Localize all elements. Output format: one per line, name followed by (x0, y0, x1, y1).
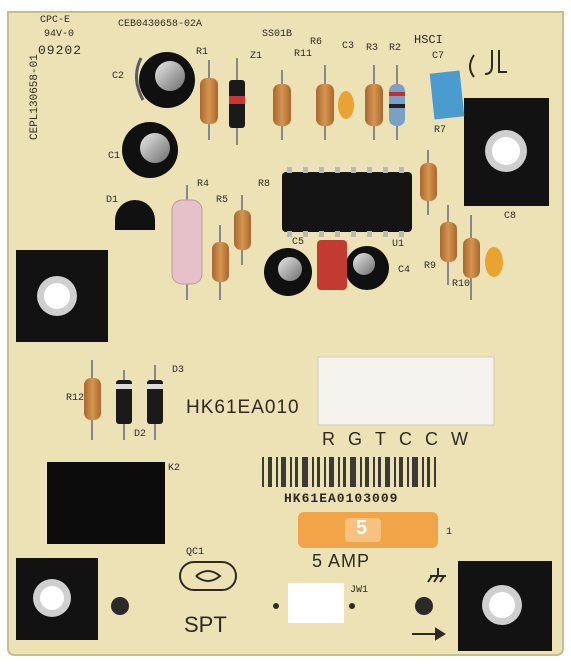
refdes-c5: C5 (292, 237, 305, 248)
capacitor-c7 (429, 70, 465, 120)
mount-hole-bottom-right (482, 585, 522, 625)
refdes-c3: C3 (342, 41, 355, 52)
barcode (262, 457, 436, 487)
resistor-r6 (316, 65, 334, 140)
fuse-rating: 5 AMP (312, 551, 371, 571)
ground-symbol-icon (427, 568, 446, 583)
resistor-r4 (171, 185, 203, 300)
mount-hole-left (37, 276, 77, 316)
terminal-r: R (322, 429, 335, 449)
silk-part-number: CEB0430658-02A (118, 19, 203, 30)
screw-hole (111, 597, 129, 615)
refdes-qc1: QC1 (186, 547, 205, 558)
refdes-c8: C8 (504, 211, 517, 222)
diode-d3 (147, 365, 163, 440)
model-number: HK61EA010 (186, 397, 300, 418)
refdes-k2: K2 (168, 463, 181, 474)
qc1-terminal (179, 561, 237, 591)
refdes-d1: D1 (106, 195, 119, 206)
silk-top-code-1: CPC-E (40, 15, 71, 26)
resistor-r2 (389, 65, 405, 140)
refdes-c2: C2 (112, 71, 125, 82)
refdes-u1: U1 (392, 239, 405, 250)
capacitor-c1 (122, 122, 178, 178)
capacitor-c2 (135, 52, 195, 108)
spt-label: SPT (184, 612, 227, 637)
jumper-jw1 (273, 583, 355, 623)
refdes-r5: R5 (216, 195, 229, 206)
terminal-c1: C (399, 429, 413, 449)
mount-hole-top-right (485, 130, 527, 172)
white-label (317, 356, 495, 426)
resistor-r11 (273, 70, 291, 140)
refdes-r8: R8 (258, 179, 271, 190)
refdes-r1: R1 (196, 47, 209, 58)
refdes-c7: C7 (432, 51, 445, 62)
refdes-z1: Z1 (250, 51, 263, 62)
resistor-r1 (200, 60, 218, 140)
terminal-c2: C (425, 429, 439, 449)
fuse-5-amp (298, 512, 438, 548)
zener-z1 (229, 58, 245, 145)
silk-hsci: HSCI (414, 33, 443, 47)
ul-recognized-mark-icon (469, 50, 507, 78)
capacitor-c3 (338, 91, 354, 119)
barcode-text: HK61EA0103009 (284, 491, 399, 506)
resistor-r9 (440, 205, 457, 285)
resistor-r8 (234, 195, 251, 265)
refdes-r7: R7 (434, 125, 447, 136)
refdes-d2: D2 (134, 429, 147, 440)
refdes-r2: R2 (389, 43, 402, 54)
silk-vertical-code: CEPL130658-01 (29, 54, 41, 140)
capacitor-red (317, 240, 347, 290)
resistor-r10 (463, 215, 480, 300)
refdes-c4: C4 (398, 265, 411, 276)
capacitor-c4 (345, 246, 389, 290)
capacitor-c5 (264, 248, 312, 296)
relay-k2 (47, 462, 165, 544)
silk-code-ss01b: SS01B (262, 29, 293, 40)
mounting-pads (16, 98, 552, 651)
resistor-r3 (365, 65, 383, 140)
refdes-r9: R9 (424, 261, 437, 272)
capacitor-c8 (485, 247, 503, 277)
screw-hole (415, 597, 433, 615)
transistor-d1 (115, 200, 155, 230)
mount-hole-bottom-left (33, 579, 71, 617)
diode-d2 (116, 370, 132, 440)
refdes-r11: R11 (294, 49, 313, 60)
refdes-r12: R12 (66, 393, 85, 404)
refdes-d3: D3 (172, 365, 185, 376)
resistor-r5 (212, 225, 229, 300)
terminal-labels: R G T C C W (322, 430, 468, 448)
arrow-right-icon (412, 627, 446, 641)
resistor-r7 (420, 150, 437, 215)
refdes-c1: C1 (108, 151, 121, 162)
terminal-t: T (375, 429, 387, 449)
resistor-r12 (84, 360, 101, 440)
fuse-value: 5 (356, 517, 368, 539)
fuse-pin-one: 1 (446, 527, 453, 538)
refdes-jw1: JW1 (350, 585, 369, 596)
terminal-w: W (451, 429, 469, 449)
refdes-r3: R3 (366, 43, 379, 54)
refdes-r10: R10 (452, 279, 471, 290)
ic-chip (282, 167, 412, 237)
refdes-r4: R4 (197, 179, 210, 190)
silk-date-code: 09202 (38, 43, 83, 58)
refdes-r6: R6 (310, 37, 323, 48)
silk-top-code-2: 94V-0 (44, 29, 75, 40)
terminal-g: G (348, 429, 363, 449)
